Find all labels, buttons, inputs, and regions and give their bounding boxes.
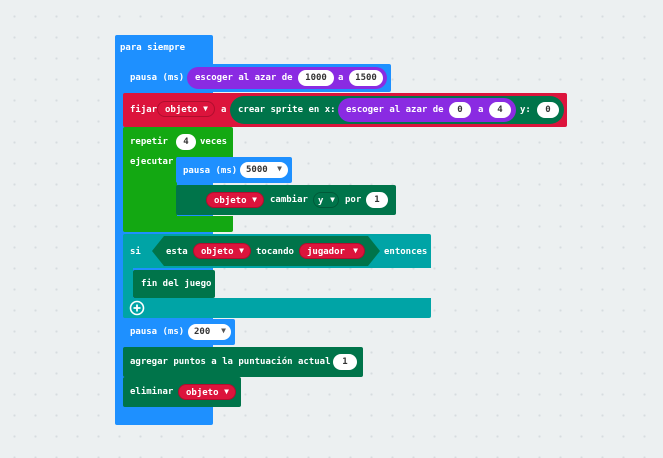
touching-is-label: esta	[166, 247, 188, 257]
random-label-2: escoger al azar de	[346, 105, 444, 115]
random-from-input-1[interactable]: 1000	[298, 70, 334, 86]
if-block-foot	[123, 298, 431, 318]
set-variable-dropdown[interactable]: objeto ▼	[157, 101, 215, 117]
add-score-label: agregar puntos a la puntuación actual	[130, 357, 331, 367]
game-over-block[interactable]	[133, 270, 215, 298]
create-sprite-label: crear sprite en x:	[238, 105, 336, 115]
change-axis: y	[318, 196, 324, 206]
set-a-label: a	[221, 105, 227, 115]
repeat-count-input[interactable]: 4	[176, 134, 196, 150]
touching-target-name: jugador	[307, 247, 345, 257]
pause-value-2: 5000	[246, 165, 268, 175]
delete-variable-dropdown[interactable]: objeto ▼	[178, 384, 236, 400]
game-over-label: fin del juego	[141, 279, 212, 289]
y-label: y:	[520, 105, 531, 115]
random-to-input-1[interactable]: 1500	[349, 70, 383, 86]
touching-target-dropdown[interactable]: jugador ▼	[299, 243, 365, 259]
delete-variable-name: objeto	[186, 388, 219, 398]
set-label: fijar	[130, 105, 158, 115]
change-label: cambiar	[270, 195, 308, 205]
repeat-do-label: ejecutar	[130, 157, 174, 167]
caret-down-icon: ▼	[203, 104, 208, 113]
touching-variable-name: objeto	[201, 247, 234, 257]
if-label: si	[130, 247, 141, 257]
change-by-label: por	[345, 195, 362, 205]
repeat-times-label: veces	[200, 137, 228, 147]
y-input[interactable]: 0	[537, 102, 559, 118]
random-block-1[interactable]	[187, 67, 387, 89]
add-score-input[interactable]: 1	[333, 354, 357, 370]
change-axis-dropdown[interactable]: y ▼	[313, 192, 339, 208]
pause-value-dropdown-3[interactable]: 200 ▼	[188, 324, 231, 340]
caret-down-icon: ▼	[252, 195, 257, 204]
pause-label-1: pausa (ms)	[130, 73, 185, 83]
pause-label-3: pausa (ms)	[130, 327, 185, 337]
random-from-input-2[interactable]: 0	[449, 102, 471, 118]
caret-down-icon: ▼	[221, 326, 226, 335]
random-a-label-1: a	[338, 73, 344, 83]
if-then-label: entonces	[384, 247, 428, 257]
change-variable-name: objeto	[214, 196, 247, 206]
touching-variable-dropdown[interactable]: objeto ▼	[193, 243, 251, 259]
forever-label: para siempre	[120, 43, 186, 53]
caret-down-icon: ▼	[330, 195, 335, 204]
caret-down-icon: ▼	[353, 246, 358, 255]
set-variable-name: objeto	[165, 105, 198, 115]
pause-label-2: pausa (ms)	[183, 166, 238, 176]
caret-down-icon: ▼	[239, 246, 244, 255]
random-block-2[interactable]	[338, 98, 516, 122]
if-block-arm	[123, 266, 133, 300]
change-by-input[interactable]: 1	[366, 192, 388, 208]
caret-down-icon: ▼	[224, 387, 229, 396]
plus-circle-icon[interactable]	[129, 300, 145, 316]
pause-value-3: 200	[194, 327, 211, 337]
delete-label: eliminar	[130, 387, 174, 397]
add-score-block[interactable]	[123, 347, 363, 377]
repeat-block-foot	[123, 216, 233, 232]
change-variable-dropdown[interactable]: objeto ▼	[206, 192, 264, 208]
repeat-label: repetir	[130, 137, 168, 147]
touching-label: tocando	[256, 247, 294, 257]
random-a-label-2: a	[478, 105, 484, 115]
caret-down-icon: ▼	[277, 164, 282, 173]
random-label-1: escoger al azar de	[195, 73, 293, 83]
random-to-input-2[interactable]: 4	[489, 102, 511, 118]
pause-value-dropdown-2[interactable]: 5000 ▼	[240, 162, 288, 178]
